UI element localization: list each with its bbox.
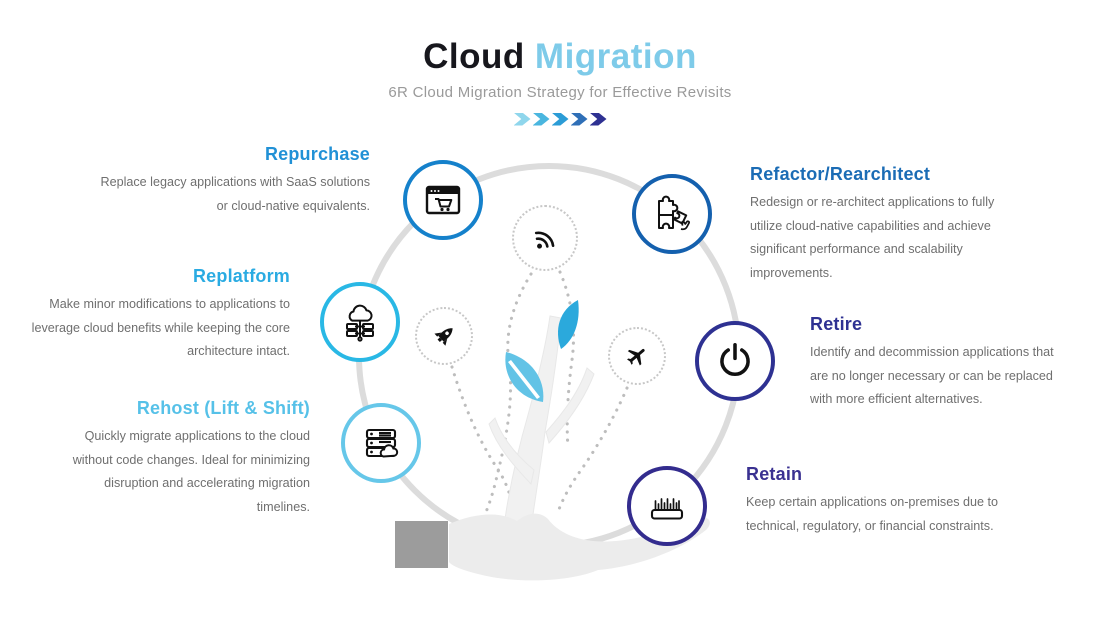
puzzle-hand-icon	[658, 195, 690, 231]
strategy-description-rehost: Quickly migrate applications to the clou…	[72, 429, 310, 515]
rss-icon	[534, 231, 555, 249]
chevron-icon	[589, 112, 607, 126]
retire-badge	[695, 321, 775, 401]
brush-icon	[650, 498, 684, 520]
rehost-badge	[341, 403, 421, 483]
chevron-icon	[532, 112, 550, 126]
refactor-badge	[632, 174, 712, 254]
strategy-title-refactor: Refactor/Rearchitect	[750, 164, 931, 184]
page-subtitle: 6R Cloud Migration Strategy for Effectiv…	[388, 83, 732, 101]
strategy-title-replatform: Replatform	[192, 266, 290, 286]
title-light-part: Migration	[524, 37, 697, 76]
rocket-float-circle	[415, 307, 473, 365]
page-title: Cloud Migration	[0, 37, 1120, 77]
chevron-icon	[570, 112, 588, 126]
chevron-icon	[513, 112, 531, 126]
chevron-icon	[551, 112, 569, 126]
replatform-badge	[320, 282, 400, 362]
server-stack-cloud-icon	[365, 428, 399, 458]
strategy-description-refactor: Redesign or re-architect applications to…	[750, 195, 995, 281]
power-icon	[720, 343, 750, 376]
strategy-retire: Retire Identify and decommission applica…	[810, 314, 1062, 412]
strategy-description-replatform: Make minor modifications to applications…	[31, 297, 290, 359]
strategy-refactor: Refactor/Rearchitect Redesign or re-arch…	[750, 164, 1002, 286]
strategy-replatform: Replatform Make minor modifications to a…	[30, 266, 290, 364]
strategy-title-retire: Retire	[810, 314, 863, 334]
sleeve-cuff	[395, 521, 448, 568]
rocket-icon	[434, 328, 453, 346]
repurchase-badge	[403, 160, 483, 240]
strategy-description-retain: Keep certain applications on-premises du…	[746, 495, 999, 533]
strategy-description-repurchase: Replace legacy applications with SaaS so…	[100, 175, 370, 213]
strategy-retain: Retain Keep certain applications on-prem…	[746, 464, 1004, 538]
strategy-rehost: Rehost (Lift & Shift) Quickly migrate ap…	[48, 398, 310, 520]
airplane-icon	[627, 348, 645, 366]
strategy-repurchase: Repurchase Replace legacy applications w…	[100, 144, 370, 218]
retain-badge	[627, 466, 707, 546]
header: Cloud Migration 6R Cloud Migration Strat…	[0, 37, 1120, 126]
strategy-title-retain: Retain	[746, 464, 803, 484]
strategy-title-repurchase: Repurchase	[264, 144, 370, 164]
browser-cart-icon	[425, 185, 461, 215]
title-dark-part: Cloud	[423, 37, 525, 76]
strategy-description-retire: Identify and decommission applications t…	[810, 345, 1054, 407]
cloud-servers-icon	[346, 304, 374, 342]
chevron-divider	[0, 112, 1120, 126]
airplane-float-circle	[608, 327, 666, 385]
strategy-title-rehost: Rehost (Lift & Shift)	[136, 398, 310, 418]
rss-float-circle	[512, 205, 578, 271]
